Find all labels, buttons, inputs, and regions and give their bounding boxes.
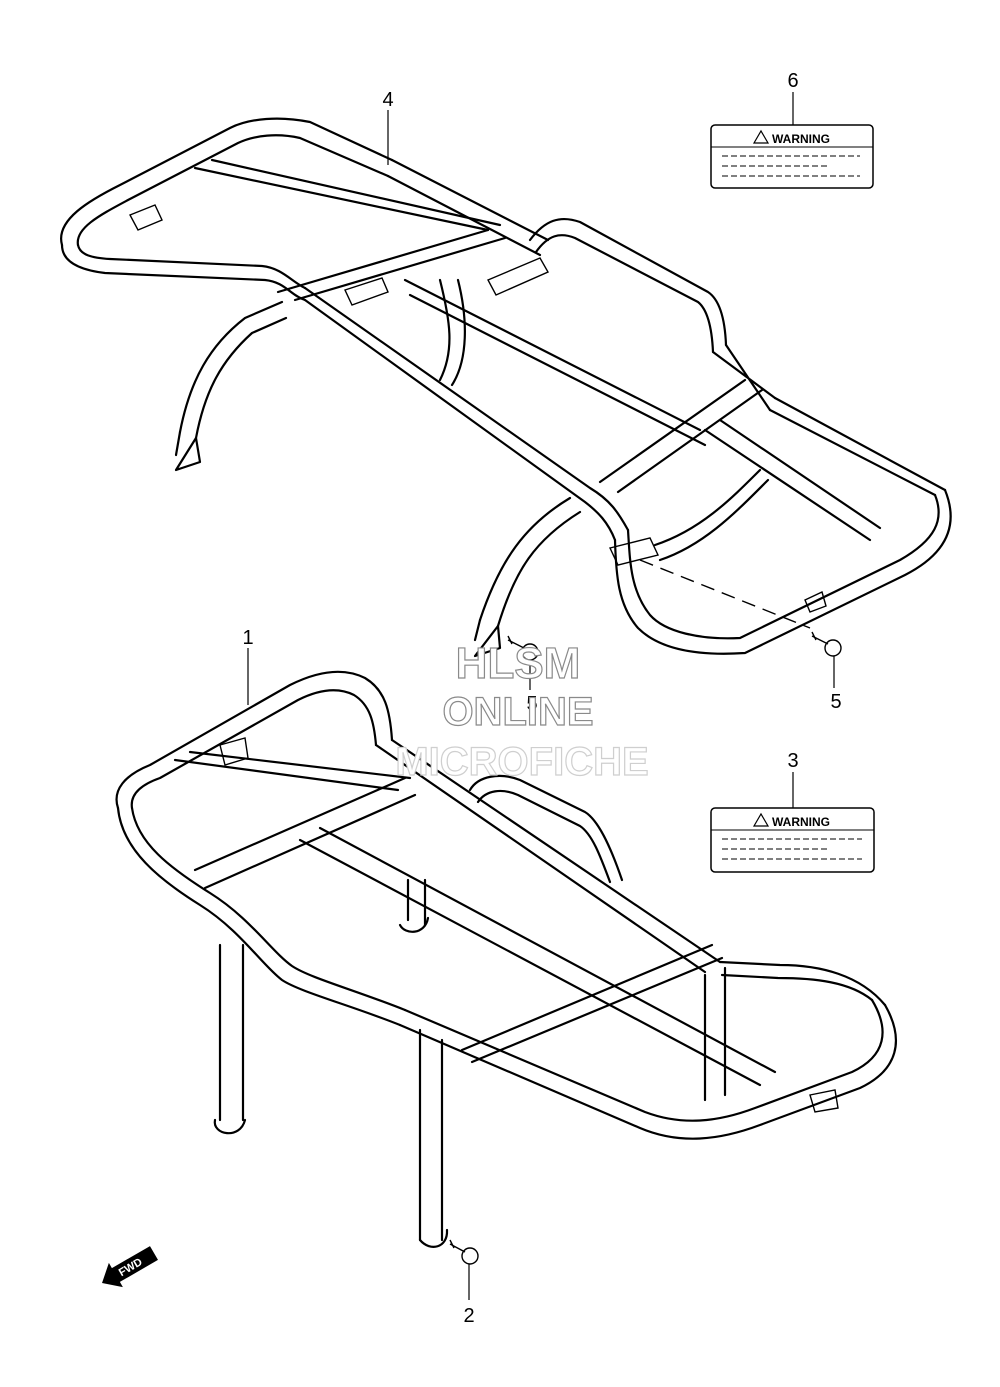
watermark-line1: HLSM [456, 639, 581, 688]
warning-label-upper: WARNING [710, 124, 874, 189]
warning-label-upper-text: WARNING [772, 132, 830, 146]
warning-triangle-icon [752, 812, 770, 827]
watermark-line2: ONLINE [442, 690, 593, 734]
callout-4: 4 [382, 89, 393, 111]
bolt-icon-upper-right [811, 631, 842, 657]
rear-carrier-rack [60, 117, 952, 658]
callout-2: 2 [463, 1305, 474, 1327]
callout-6: 6 [787, 70, 798, 92]
warning-label-lower: WARNING [710, 807, 875, 873]
watermark: HLSM ONLINE MICROFICHE [395, 638, 650, 784]
callout-5-left: 5 [526, 693, 537, 715]
warning-label-lower-text: WARNING [772, 815, 830, 829]
front-carrier-rack [115, 670, 898, 1248]
watermark-line3: MICROFICHE [395, 740, 648, 784]
callout-1: 1 [242, 627, 253, 649]
callout-3: 3 [787, 750, 798, 772]
bolt-icon-lower [449, 1239, 479, 1265]
callout-5-right: 5 [830, 691, 841, 713]
forward-direction-arrow-icon: FWD [102, 1246, 158, 1288]
warning-triangle-icon [752, 129, 770, 144]
